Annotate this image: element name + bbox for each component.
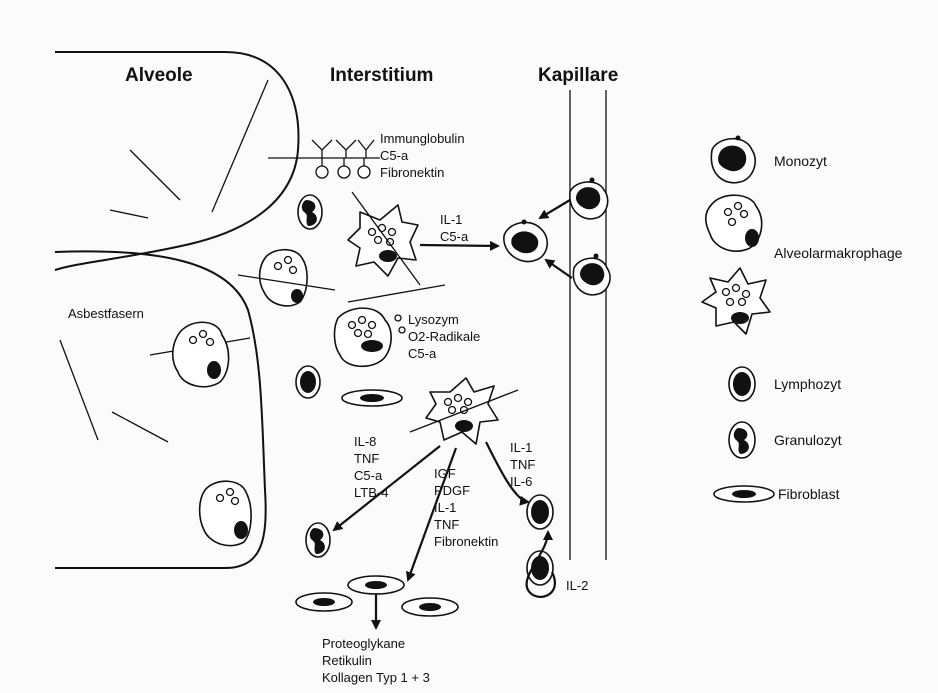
header-alveole: Alveole (125, 65, 193, 86)
activated-macrophage-cell (410, 378, 518, 444)
monocyte-cell (570, 178, 608, 219)
label-kollagen: Kollagen Typ 1 + 3 (322, 670, 430, 685)
header-kapillare: Kapillare (538, 65, 618, 86)
label-c5a-a: C5-a (440, 229, 469, 244)
label-fibronektin-surface: Fibronektin (380, 165, 444, 180)
asbestos-fibers (60, 80, 268, 442)
monocyte-cell (504, 220, 547, 262)
fibroblast-cell (342, 390, 402, 406)
label-tnf-a: TNF (354, 451, 379, 466)
label-il6: IL-6 (510, 474, 532, 489)
label-c5a-c: C5-a (354, 468, 383, 483)
legend-granulozyt-label: Granulozyt (774, 432, 842, 448)
label-immunglobulin: Immunglobulin (380, 131, 465, 146)
legend-alveolarmakrophage-label: Alveolarmakrophage (774, 245, 903, 261)
label-tnf-c: TNF (510, 457, 535, 472)
alveolar-macrophage-cell (173, 322, 229, 386)
fibroblast-cell (296, 593, 352, 611)
monocyte-cell (573, 254, 610, 295)
legend-alveolarmakrophage-icon (706, 195, 762, 251)
header-interstitium: Interstitium (330, 65, 433, 86)
label-retikulin: Retikulin (322, 653, 372, 668)
label-il8: IL-8 (354, 434, 376, 449)
label-c5a-b: C5-a (408, 346, 437, 361)
receptor-membrane (268, 140, 380, 178)
fibroblast-cell (348, 576, 404, 594)
alveolar-macrophage-cell (200, 481, 251, 545)
label-lysozym: Lysozym (408, 312, 459, 327)
activated-macrophage-cell (348, 192, 420, 285)
legend-granulozyt-icon (729, 422, 755, 458)
legend-fibroblast-icon (714, 486, 774, 502)
label-fibronektin-b: Fibronektin (434, 534, 498, 549)
legend-activated-macrophage-icon (702, 268, 770, 334)
label-ltb4: LTB-4 (354, 485, 388, 500)
label-c5a-surface: C5-a (380, 148, 409, 163)
label-asbestfasern: Asbestfasern (68, 306, 144, 321)
legend: Monozyt Alveolarmakrophage Lymphozyt Gra… (702, 136, 903, 503)
label-il1-a: IL-1 (440, 212, 462, 227)
granulocyte-cell (306, 523, 330, 557)
lymphocyte-cell (296, 366, 320, 398)
label-tnf-b: TNF (434, 517, 459, 532)
alveolar-macrophage-cell (238, 250, 335, 306)
lymphocyte-cell (527, 495, 553, 529)
legend-fibroblast-label: Fibroblast (778, 486, 840, 502)
legend-monozyt-icon (711, 136, 755, 183)
label-o2-radikale: O2-Radikale (408, 329, 480, 344)
legend-lymphozyt-label: Lymphozyt (774, 376, 841, 392)
label-il1-c: IL-1 (510, 440, 532, 455)
fibroblast-cell (402, 598, 458, 616)
legend-lymphozyt-icon (729, 367, 755, 401)
label-il1-b: IL-1 (434, 500, 456, 515)
granulocyte-cell (298, 195, 322, 229)
label-proteoglykane: Proteoglykane (322, 636, 405, 651)
label-igf: IGF (434, 466, 456, 481)
label-pdgf: PDGF (434, 483, 470, 498)
legend-monozyt-label: Monozyt (774, 153, 827, 169)
label-il2: IL-2 (566, 578, 588, 593)
